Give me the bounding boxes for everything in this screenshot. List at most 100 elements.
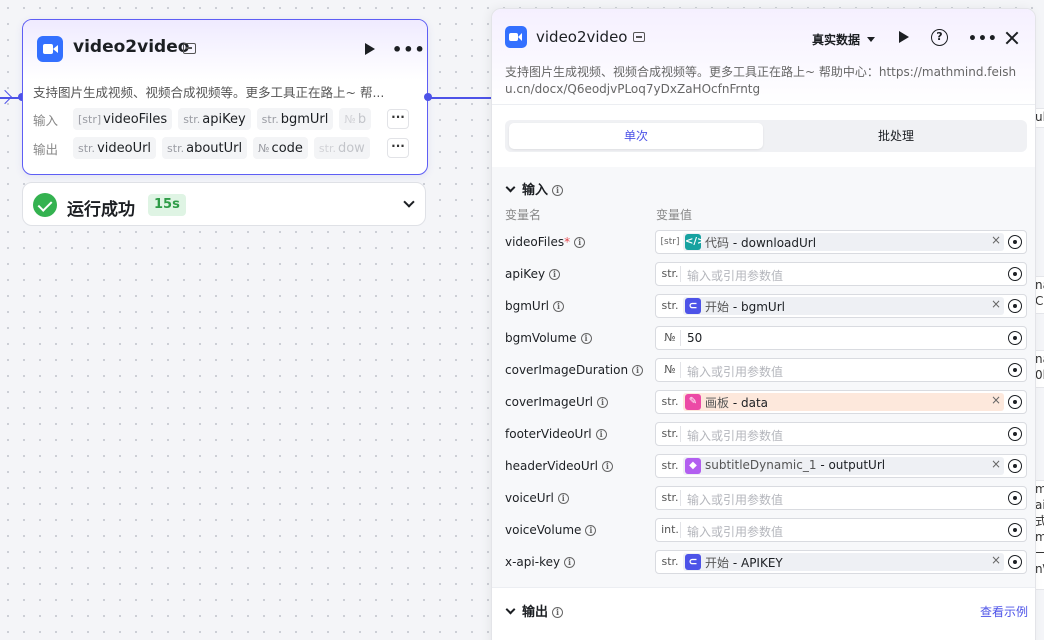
output-port[interactable]: [424, 93, 432, 101]
close-icon[interactable]: [1005, 31, 1019, 45]
reference-target-icon[interactable]: [1008, 523, 1022, 537]
connection-edge: [430, 97, 492, 99]
info-icon: i: [552, 301, 564, 312]
param-name: videoFiles*i: [505, 235, 586, 249]
tab-batch[interactable]: 批处理: [877, 129, 914, 143]
type-label: str.: [661, 395, 679, 408]
param-value-field[interactable]: str. ⊂ 开始 - APIKEY ×: [655, 550, 1027, 574]
param-input[interactable]: 输入或引用参数值: [687, 429, 784, 443]
plugin-icon: [183, 43, 196, 54]
reference-target-icon[interactable]: [1008, 395, 1022, 409]
reference-target-icon[interactable]: [1008, 555, 1022, 569]
inputs-more-button[interactable]: ···: [387, 109, 409, 129]
chevron-down-icon[interactable]: [403, 196, 415, 208]
reference-target-icon[interactable]: [1008, 299, 1022, 313]
param-value-field[interactable]: str. 输入或引用参数值: [655, 262, 1027, 286]
remove-icon[interactable]: ×: [990, 553, 1001, 567]
reference-tag[interactable]: ⊂ 开始 - APIKEY ×: [683, 553, 1004, 571]
remove-icon[interactable]: ×: [990, 297, 1001, 311]
node-header-bg: [23, 20, 427, 80]
reference-target-icon[interactable]: [1008, 235, 1022, 249]
video-camera-icon: [505, 26, 527, 48]
info-icon: i: [585, 525, 597, 536]
outputs-more-button[interactable]: ···: [387, 138, 409, 158]
tab-single[interactable]: 单次: [509, 123, 763, 149]
caret-down-icon[interactable]: [867, 37, 875, 42]
param-value-field[interactable]: № 50: [655, 326, 1027, 350]
remove-icon[interactable]: ×: [990, 393, 1001, 407]
reference-target-icon[interactable]: [1008, 427, 1022, 441]
param-value-field[interactable]: int. 输入或引用参数值: [655, 518, 1027, 542]
reference-tag[interactable]: ⊂ 开始 - bgmUrl ×: [683, 297, 1004, 315]
param-value-field[interactable]: str. 输入或引用参数值: [655, 422, 1027, 446]
reference-tag[interactable]: ✎ 画板 - data ×: [683, 393, 1004, 411]
reference-target-icon[interactable]: [1008, 267, 1022, 281]
run-node-button[interactable]: [365, 43, 375, 55]
output-chip: str.aboutUrl: [162, 137, 248, 159]
workflow-node-video2video[interactable]: video2video ••• 支持图片生成视频、视频合成视频等。更多工具正在路…: [22, 19, 428, 175]
run-status-bar[interactable]: 运行成功 15s: [22, 182, 426, 226]
run-duration-badge: 15s: [148, 194, 186, 216]
divider: [492, 587, 1035, 588]
input-chip: str.bgmUrl: [256, 108, 334, 130]
reference-tag[interactable]: </> 代码 - downloadUrl ×: [683, 233, 1004, 251]
data-mode-select[interactable]: 真实数据: [812, 33, 861, 47]
help-icon[interactable]: ?: [931, 29, 948, 46]
param-value-field[interactable]: str. 输入或引用参数值: [655, 486, 1027, 510]
run-button[interactable]: [899, 31, 909, 43]
reference-target-icon[interactable]: [1008, 491, 1022, 505]
video-camera-icon: [37, 36, 63, 62]
param-value-field[interactable]: № 输入或引用参数值: [655, 358, 1027, 382]
panel-more-button[interactable]: •••: [968, 31, 998, 47]
remove-icon[interactable]: ×: [990, 233, 1001, 247]
panel-header: video2video 真实数据 ? ••• 支持图片生成视频、视频合成视频等。…: [492, 9, 1035, 105]
start-icon: ⊂: [685, 298, 701, 314]
remove-icon[interactable]: ×: [990, 457, 1001, 471]
reference-target-icon[interactable]: [1008, 363, 1022, 377]
type-label: str.: [661, 491, 679, 504]
type-label: №: [664, 363, 676, 376]
info-icon: i: [552, 185, 564, 196]
info-icon: i: [597, 397, 608, 408]
node-more-button[interactable]: •••: [392, 40, 426, 59]
reference-target-icon[interactable]: [1008, 331, 1022, 345]
reference-tag[interactable]: ◆ subtitleDynamic_1 - outputUrl ×: [683, 457, 1004, 475]
chevron-down-icon[interactable]: [505, 182, 516, 193]
param-value-field[interactable]: str. ✎ 画板 - data ×: [655, 390, 1027, 414]
node-title: video2video: [73, 37, 190, 57]
param-input[interactable]: 输入或引用参数值: [687, 493, 784, 507]
success-check-icon: [33, 193, 57, 217]
type-label: str.: [661, 299, 679, 312]
chevron-down-icon[interactable]: [505, 604, 516, 615]
param-input[interactable]: 输入或引用参数值: [687, 365, 784, 379]
view-example-link[interactable]: 查看示例: [980, 605, 1029, 619]
info-icon: i: [601, 461, 613, 472]
column-header-name: 变量名: [505, 208, 542, 222]
input-chip: str.apiKey: [178, 108, 251, 130]
param-value-field[interactable]: str. ⊂ 开始 - bgmUrl ×: [655, 294, 1027, 318]
param-value-field[interactable]: str. ◆ subtitleDynamic_1 - outputUrl ×: [655, 454, 1027, 478]
param-input[interactable]: 50: [687, 331, 703, 345]
param-value-field[interactable]: [str] </> 代码 - downloadUrl ×: [655, 230, 1027, 254]
info-icon: i: [595, 429, 607, 440]
run-status-text: 运行成功: [67, 200, 135, 220]
reference-target-icon[interactable]: [1008, 459, 1022, 473]
param-input[interactable]: 输入或引用参数值: [687, 269, 784, 283]
param-input[interactable]: 输入或引用参数值: [687, 525, 784, 539]
type-label: str.: [661, 459, 679, 472]
